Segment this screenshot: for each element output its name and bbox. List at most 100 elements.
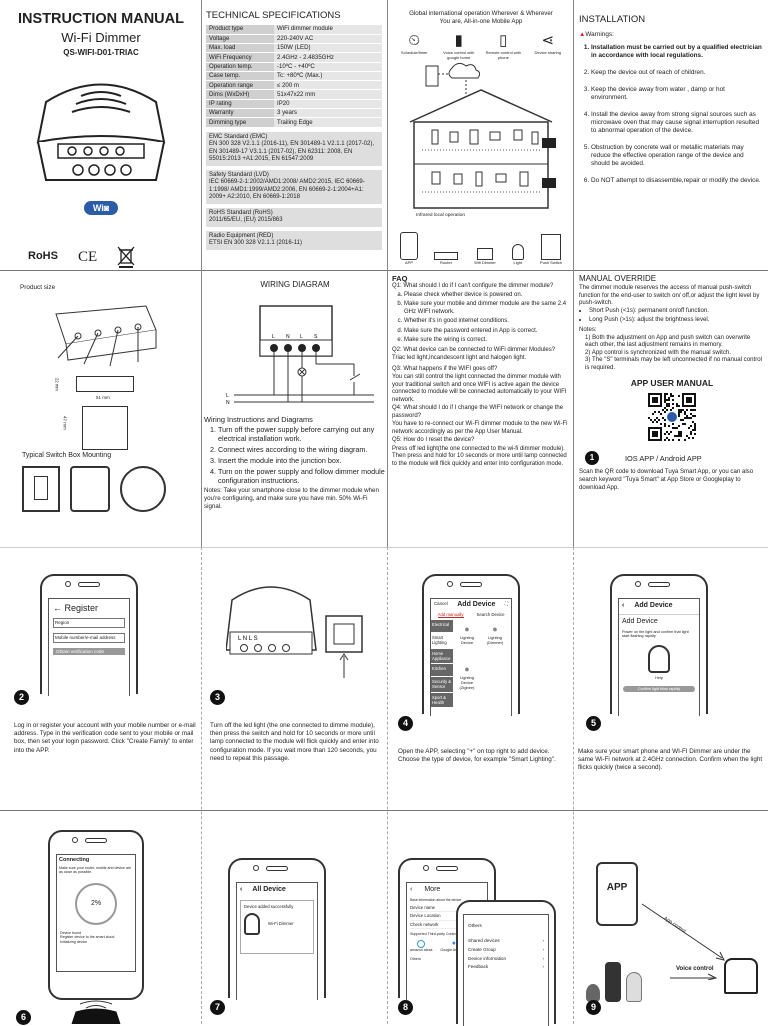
step-number: 2: [14, 690, 29, 705]
region-field[interactable]: Region: [53, 618, 125, 628]
override-bullet: Short Push (<1s): permanent on/off funct…: [589, 307, 765, 315]
app-phone-icon: APP: [596, 862, 638, 926]
ce-mark: CE: [77, 248, 98, 265]
warning-item: Install the device away from strong sign…: [591, 111, 763, 135]
connecting-title: Connecting: [59, 857, 90, 863]
fold-line: [0, 810, 768, 811]
fold-line: [0, 270, 768, 271]
cancel-button[interactable]: Cancel: [434, 601, 448, 606]
confirm-blink-button[interactable]: Confirm light blink rapidly: [623, 685, 695, 693]
local-operation-row: APP Router Wifi Dimmer Light Push Switch: [392, 223, 570, 265]
product-size-panel: Product size 22 mm 51 mm 47 mm Typical S…: [6, 278, 198, 544]
menu-item[interactable]: Device information›: [468, 955, 544, 961]
spec-key: Product type: [206, 24, 274, 35]
spec-row: Dims (WxDxH)51x47x22 mm: [206, 89, 382, 100]
wiring-diagram: L N L S L N: [226, 305, 374, 406]
wiring-step: Turn on the power supply and follow dimm…: [218, 467, 386, 485]
menu-item[interactable]: Create Group›: [468, 946, 544, 952]
faq-q2: Q2: What device can be connected to WiFi…: [392, 346, 556, 353]
phone-step7: ‹All Device Device added successfully Wi…: [228, 858, 326, 1000]
category-item[interactable]: Smart Lighting: [431, 633, 453, 648]
progress-percent: 2%: [90, 899, 102, 907]
rohs-body: 2011/65/EU, (EU) 2015/863: [209, 217, 283, 224]
faq-answer: Make sure the wiring is correct.: [404, 337, 570, 345]
fold-line: [573, 0, 574, 547]
register-title[interactable]: ← Register: [53, 603, 99, 613]
warning-item: Keep the device away from water , damp o…: [591, 86, 763, 102]
warning-item: Obstruction by concrete wall or metallic…: [591, 144, 763, 168]
local-light: Light: [511, 244, 524, 265]
manual-title: INSTRUCTION MANUAL: [18, 11, 184, 27]
connecting-screen: Connecting Make sure your router, mobile…: [56, 854, 136, 972]
dimmer-icon: [476, 248, 493, 261]
device-type-item[interactable]: ●Lighting Device: [455, 624, 479, 660]
faq-q4: Q4: What should I do if I change the WIF…: [392, 405, 564, 419]
wiring-heading: WIRING DIAGRAM: [260, 280, 330, 289]
chevron-right-icon: ›: [542, 964, 544, 970]
phone-step6: Connecting Make sure your router, mobile…: [48, 830, 144, 1000]
app-manual-heading: APP USER MANUAL: [630, 377, 714, 388]
more-row[interactable]: Check network: [410, 921, 484, 930]
product-size-label: Product size: [20, 284, 56, 291]
override-note: 3) The "S" terminals may be left unconne…: [585, 356, 762, 372]
bulb-icon: ●: [464, 624, 470, 635]
google-item[interactable]: ●Google Assistant: [440, 939, 468, 953]
tab-add-manually[interactable]: Add manually: [437, 611, 464, 619]
device-type-item[interactable]: ●Lighting Device (Zigbee): [455, 664, 479, 705]
scan-icon[interactable]: ⛶: [504, 601, 508, 606]
success-message: Device added successfully: [244, 903, 294, 909]
help-link[interactable]: Help: [655, 675, 663, 680]
bulb-icon: [648, 644, 670, 673]
third-party-row: amazon alexa ●Google Assistant: [407, 938, 487, 955]
local-app: APP: [400, 232, 419, 265]
email-field[interactable]: Mobile number/e-mail address: [53, 632, 125, 643]
cover-panel: INSTRUCTION MANUAL Wi-Fi Dimmer QS-WIFI-…: [6, 6, 196, 268]
menu-item[interactable]: Feedback›: [468, 964, 544, 970]
confirm-blink-screen: ‹Add Device Add Device Power on the ligh…: [618, 598, 700, 716]
category-item[interactable]: Security & Sensor: [431, 677, 453, 692]
smart-speaker-icon: [626, 972, 642, 1002]
spec-key: Warranty: [206, 108, 274, 119]
feature-share: ⋖Device sharing: [529, 32, 567, 61]
spec-value: -10ºC - +40ºC: [274, 62, 382, 72]
dimmer-module-icon: [724, 958, 758, 994]
back-icon[interactable]: ‹: [410, 886, 413, 893]
category-item[interactable]: Sport & Health: [431, 692, 453, 708]
faq-answer: Whether it's in good internet conditions…: [404, 318, 570, 326]
phone-step5: ‹Add Device Add Device Power on the ligh…: [610, 574, 708, 716]
override-bullets: Short Push (<1s): permanent on/off funct…: [579, 307, 765, 324]
spec-key: Operation temp.: [206, 62, 274, 72]
step5-caption: Make sure your smart phone and WI-FI Dim…: [578, 748, 763, 772]
wifi-badge: Wi◙: [84, 201, 118, 216]
menu-item[interactable]: Shared devices›: [468, 938, 544, 944]
step3-caption: Turn off the led light (the one connecte…: [210, 722, 379, 762]
global-operation-panel: Global international operation Wherever …: [392, 10, 570, 268]
verification-button[interactable]: Obtain verification code: [53, 647, 125, 656]
category-item[interactable]: Electrical: [431, 620, 453, 633]
category-item[interactable]: Home Appliance: [431, 648, 453, 664]
tab-search-device[interactable]: Search Device: [476, 611, 505, 617]
more-row[interactable]: Device name: [410, 904, 484, 913]
step-number: 8: [398, 1000, 413, 1015]
category-item[interactable]: Kitchen: [431, 664, 453, 677]
alexa-item[interactable]: amazon alexa: [410, 939, 432, 953]
faq-a5: Press off led light(the one connected to…: [392, 445, 567, 467]
app-label: APP: [606, 882, 628, 893]
lvd-title: Safety Standard (LVD): [209, 171, 269, 178]
wiring-notes: Notes: Take your smartphone close to the…: [204, 487, 379, 510]
third-party-label: Supported Third-party Control: [410, 932, 458, 937]
device-type-item[interactable]: ●Lighting (Dimmer): [483, 624, 507, 660]
step-number: 1: [585, 451, 599, 466]
faq-answer: Make sure your mobile and dimmer module …: [404, 301, 570, 316]
back-icon[interactable]: ‹: [240, 886, 243, 893]
spec-value: 2.4GHz - 2.4835GHz: [274, 52, 382, 63]
share-icon: ⋖: [541, 31, 555, 49]
back-icon[interactable]: ‹: [622, 602, 625, 609]
emc-title: EMC Standard (EMC): [209, 133, 268, 140]
global-intro: Global international operation Wherever …: [409, 10, 553, 25]
more-row[interactable]: Device Location: [410, 912, 484, 921]
device-name[interactable]: Wi-Fi Dimmer: [268, 921, 294, 927]
